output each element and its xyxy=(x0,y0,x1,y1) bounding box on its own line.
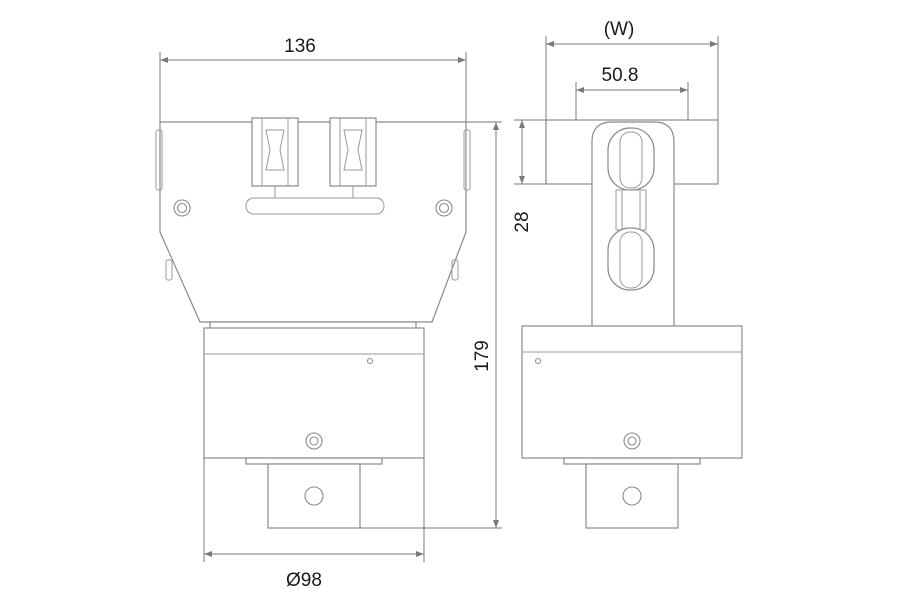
dimension-28-label: 28 xyxy=(512,211,533,232)
side-link-lower xyxy=(607,227,655,291)
front-right-jaw xyxy=(329,117,377,198)
dimension-136: 136 xyxy=(159,36,467,122)
front-right-lower-boss xyxy=(451,259,459,281)
side-bottom-screw-icon xyxy=(623,432,641,450)
front-left-boss xyxy=(155,129,163,191)
side-bottom-flange xyxy=(563,457,701,465)
dimension-d98-label: Ø98 xyxy=(286,570,322,591)
side-view xyxy=(521,119,743,529)
front-bottom-flange xyxy=(245,457,383,465)
dimension-28: 28 xyxy=(512,119,546,233)
front-clamp-body xyxy=(159,121,467,323)
front-center-slot xyxy=(245,197,385,215)
front-left-jaw xyxy=(251,117,299,198)
front-shank-hole-icon xyxy=(304,486,324,506)
dimension-w-label: (W) xyxy=(604,19,635,40)
dimension-50-8: 50.8 xyxy=(575,65,689,120)
side-link-upper xyxy=(607,127,655,191)
dimension-179-label: 179 xyxy=(472,340,493,372)
front-view xyxy=(155,117,471,529)
side-shank-hole-icon xyxy=(622,486,642,506)
front-small-hole-icon xyxy=(366,357,374,365)
front-bottom-screw-icon xyxy=(305,432,323,450)
dimension-136-label: 136 xyxy=(284,36,316,57)
front-left-screw-icon xyxy=(173,199,191,217)
dimension-50-8-label: 50.8 xyxy=(602,65,639,86)
front-left-lower-boss xyxy=(165,259,173,281)
dimension-w: (W) xyxy=(545,19,719,120)
front-right-screw-icon xyxy=(435,199,453,217)
dimension-179: 179 xyxy=(360,121,502,529)
front-right-boss xyxy=(463,129,471,191)
side-small-hole-icon xyxy=(534,357,542,365)
dimension-d98: Ø98 xyxy=(203,458,425,591)
